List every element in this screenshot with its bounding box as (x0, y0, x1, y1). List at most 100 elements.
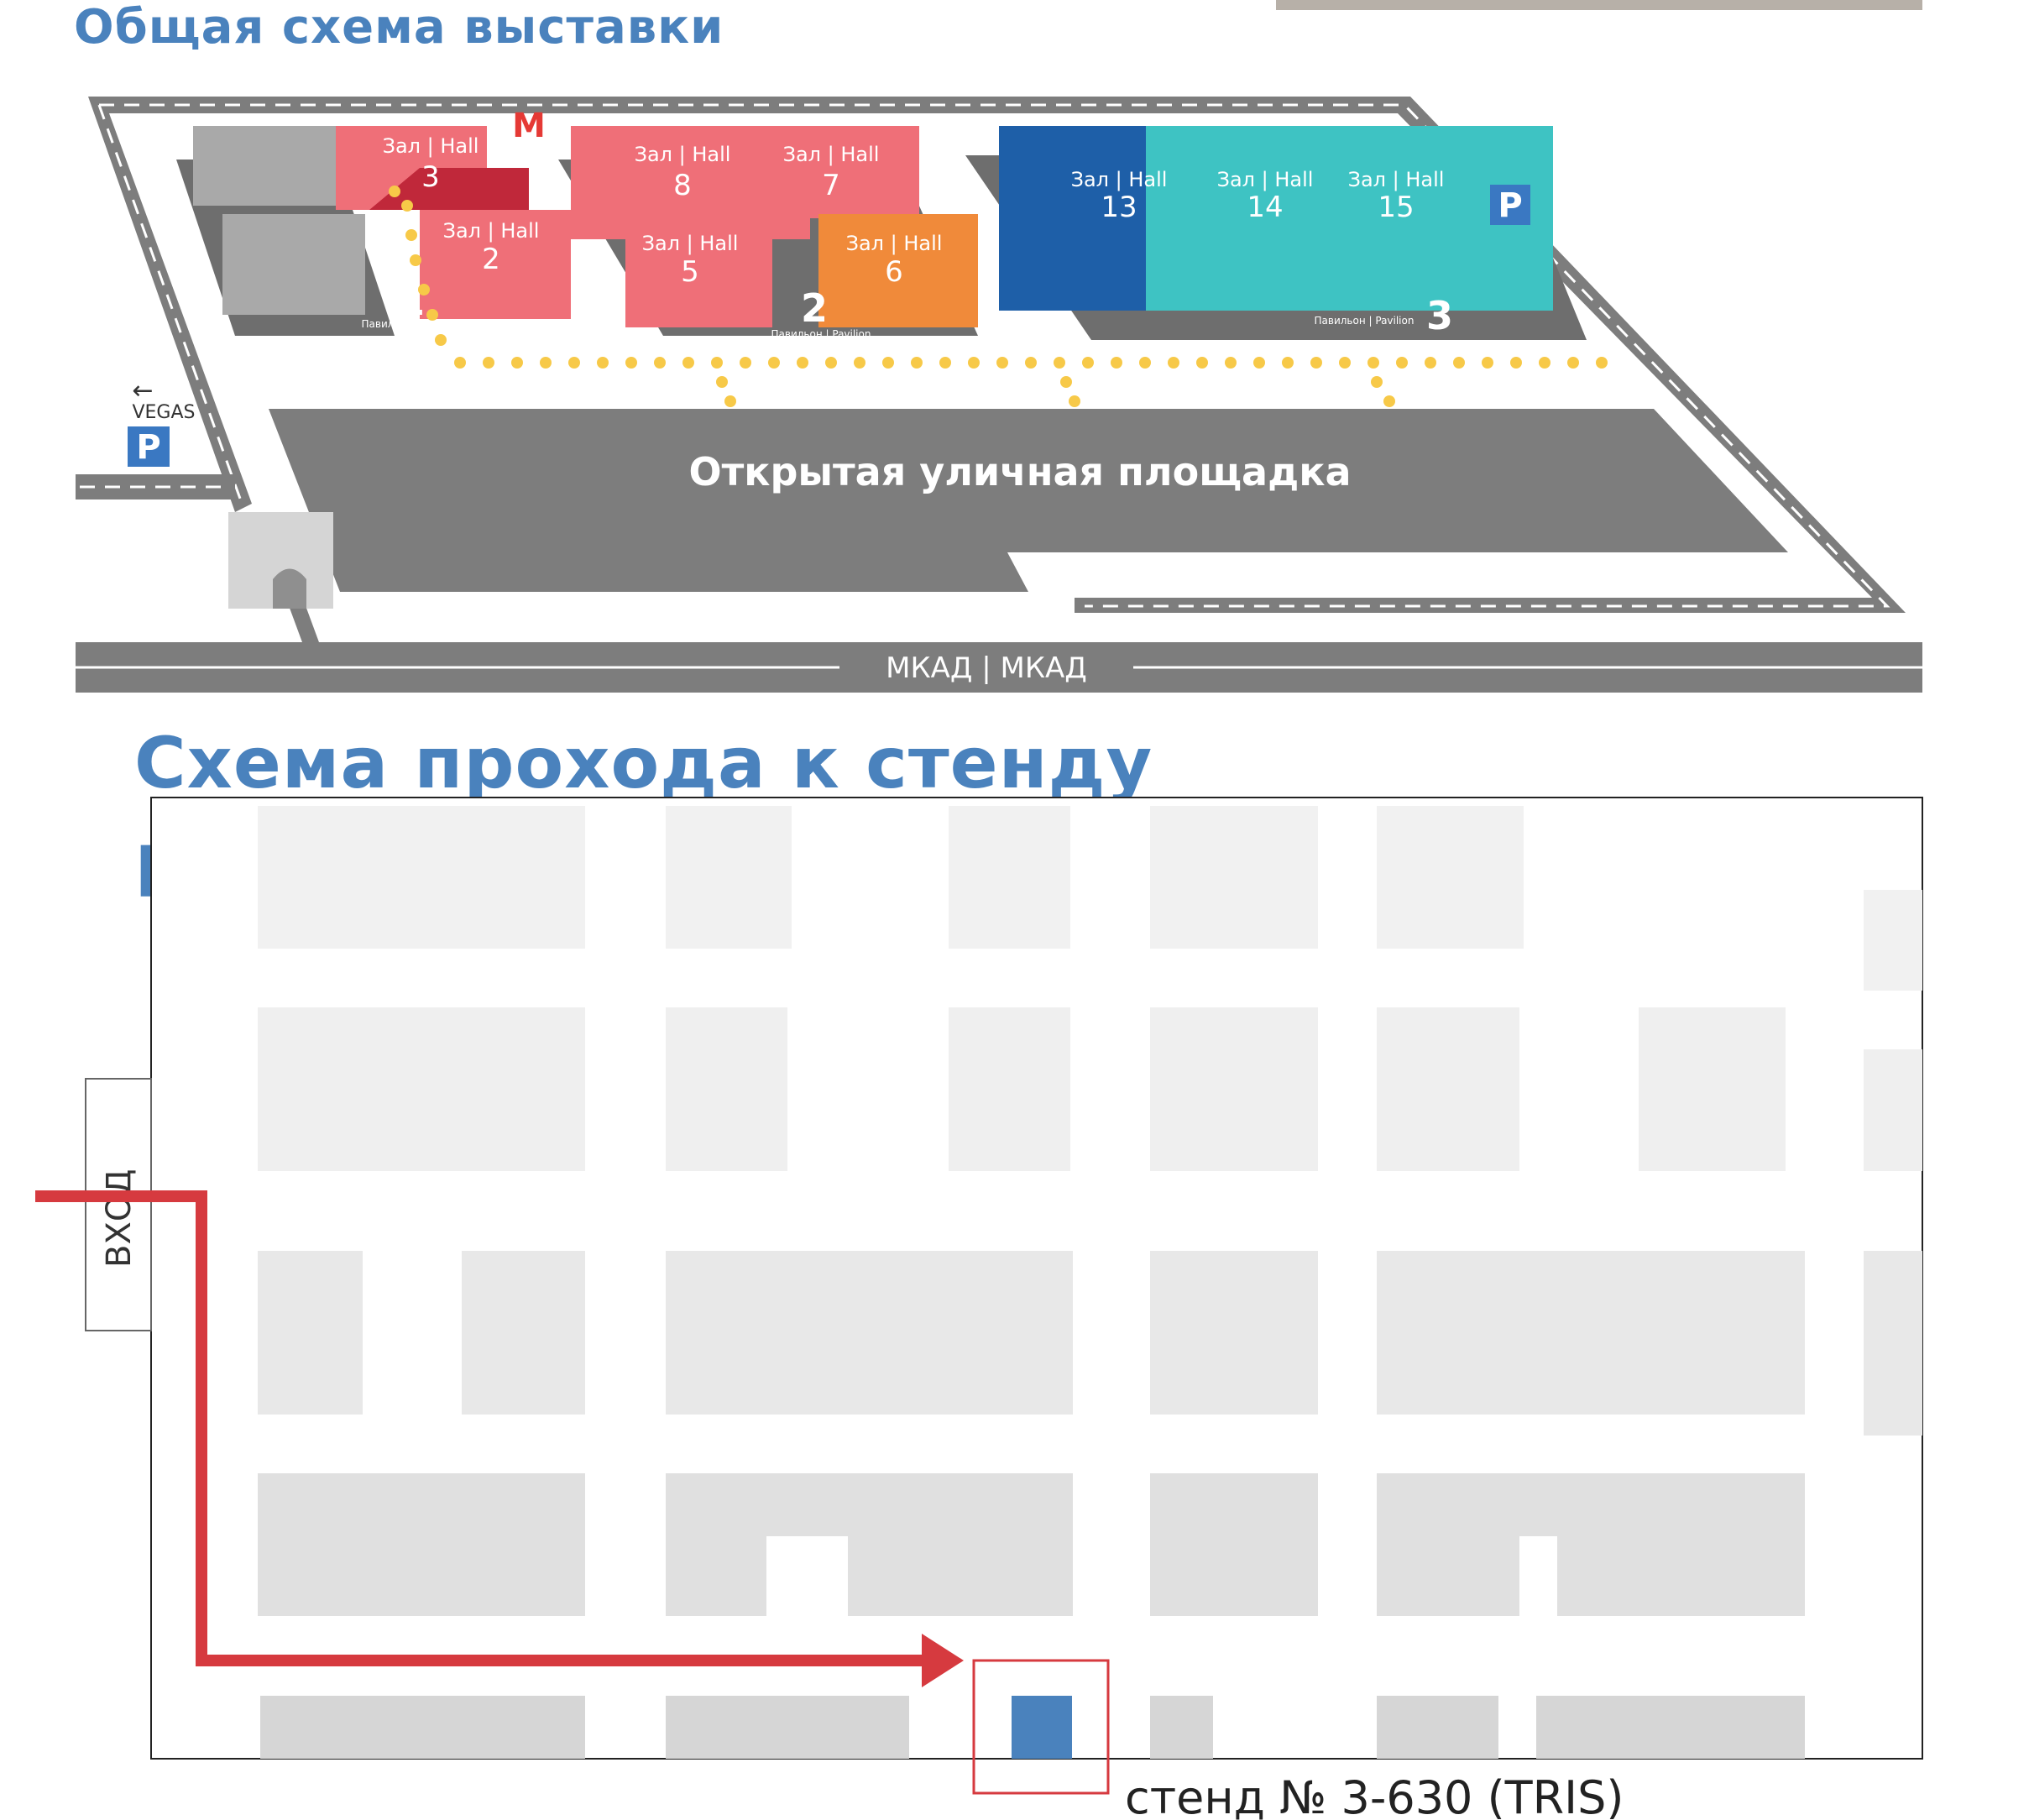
path-dot (426, 309, 438, 321)
hall-2 (420, 210, 571, 319)
metro-icon: M (512, 107, 546, 145)
path-dot (1168, 357, 1179, 369)
svg-text:8: 8 (673, 169, 692, 202)
path-dot (1060, 376, 1072, 388)
svg-text:5: 5 (681, 255, 699, 289)
path-dot (1339, 357, 1351, 369)
path-dot (597, 357, 609, 369)
path-dot (1196, 357, 1208, 369)
svg-text:Павильон | Pavilion: Павильон | Pavilion (771, 328, 871, 340)
hall-7 (760, 126, 919, 218)
path-dot (1425, 357, 1436, 369)
hall-5 (625, 214, 772, 327)
path-dot (1139, 357, 1151, 369)
route-arrow-icon (922, 1634, 964, 1687)
stand-highlight (972, 1659, 1110, 1795)
svg-text:Зал | Hall: Зал | Hall (1348, 168, 1445, 191)
path-dot (1482, 357, 1493, 369)
path-dot (1539, 357, 1551, 369)
path-dot (724, 395, 736, 407)
path-dot (454, 357, 466, 369)
walking-path (389, 186, 1608, 407)
svg-text:Павильон | Pavilion: Павильон | Pavilion (1315, 315, 1415, 327)
mkad-label: МКАД | МКАД (886, 651, 1087, 685)
path-dot (401, 200, 413, 212)
stand-label: стенд № 3-630 (TRIS) (1125, 1771, 1624, 1820)
path-dot (1111, 357, 1122, 369)
path-dot (1596, 357, 1608, 369)
svg-text:Зал | Hall: Зал | Hall (635, 143, 731, 166)
svg-text:Зал | Hall: Зал | Hall (846, 232, 943, 255)
path-dot (1367, 357, 1379, 369)
path-dot (1510, 357, 1522, 369)
svg-text:3: 3 (421, 160, 440, 194)
parking-icon (1490, 185, 1530, 225)
entrance-label: ВХОД (100, 1169, 139, 1268)
route-subtitle: Павильон 1, зал 3, стенд № 3-630 (TRIS) (134, 831, 1816, 913)
svg-text:14: 14 (1247, 191, 1283, 224)
svg-text:Зал | Hall: Зал | Hall (1217, 168, 1314, 191)
path-dot (1069, 395, 1080, 407)
svg-text:Зал | Hall: Зал | Hall (783, 143, 880, 166)
path-dot (854, 357, 865, 369)
path-dot (1025, 357, 1037, 369)
hall-6 (818, 214, 978, 327)
exhibition-overview-map: МКАД | МКАД Открытая уличная площадка За… (76, 0, 1922, 693)
path-dot (1054, 357, 1065, 369)
path-dot (825, 357, 837, 369)
svg-text:15: 15 (1378, 191, 1414, 224)
route-title: Схема прохода к стенду (134, 722, 1153, 804)
parking-icon (128, 426, 170, 467)
path-dot (483, 357, 494, 369)
road-marking (99, 103, 1890, 608)
path-dot (1082, 357, 1094, 369)
pavilion1-grey-block (193, 126, 344, 206)
path-dot (716, 376, 728, 388)
path-dot (1567, 357, 1579, 369)
photo-strip (1276, 0, 1922, 10)
svg-text:6: 6 (885, 255, 903, 289)
path-dot (418, 284, 430, 295)
open-area-label: Открытая уличная площадка (688, 449, 1351, 494)
svg-text:Зал | Hall: Зал | Hall (443, 219, 540, 243)
svg-text:13: 13 (1101, 191, 1137, 224)
svg-text:7: 7 (822, 169, 840, 202)
path-dot (1253, 357, 1265, 369)
path-dot (435, 334, 447, 346)
path-dot (1383, 395, 1395, 407)
svg-text:2: 2 (482, 243, 500, 276)
overview-title: Общая схема выставки (74, 0, 724, 55)
booths (258, 806, 1922, 1759)
pavilion-2-number: 2 (801, 285, 828, 331)
path-dot (682, 357, 694, 369)
path-dot (410, 254, 421, 266)
svg-text:Зал | Hall: Зал | Hall (1071, 168, 1168, 191)
pavilion-3-number: 3 (1426, 293, 1453, 338)
entrance (85, 1078, 152, 1331)
vegas-label: VEGAS (132, 402, 195, 423)
path-dot (568, 357, 580, 369)
svg-text:Зал | Hall: Зал | Hall (642, 232, 739, 255)
path-dot (1225, 357, 1237, 369)
path-dot (625, 357, 637, 369)
target-stand (1012, 1696, 1072, 1759)
hall-outline (150, 797, 1923, 1760)
path-dot (939, 357, 951, 369)
path-dot (797, 357, 808, 369)
path-dot (1453, 357, 1465, 369)
svg-text:P: P (1498, 186, 1522, 225)
path-dot (1396, 357, 1408, 369)
path-dot (711, 357, 723, 369)
vegas-arrow-icon: ← (132, 376, 153, 405)
path-dot (540, 357, 552, 369)
path-dot (882, 357, 894, 369)
path-dot (996, 357, 1008, 369)
svg-text:Зал | Hall: Зал | Hall (383, 134, 479, 158)
svg-text:Павильон | Pavilion: Павильон | Pavilion (362, 318, 462, 330)
path-dot (740, 357, 751, 369)
path-dot (511, 357, 523, 369)
path-dot (405, 229, 417, 241)
path-dot (1371, 376, 1383, 388)
svg-text:P: P (136, 428, 160, 467)
open-area (269, 409, 1788, 592)
